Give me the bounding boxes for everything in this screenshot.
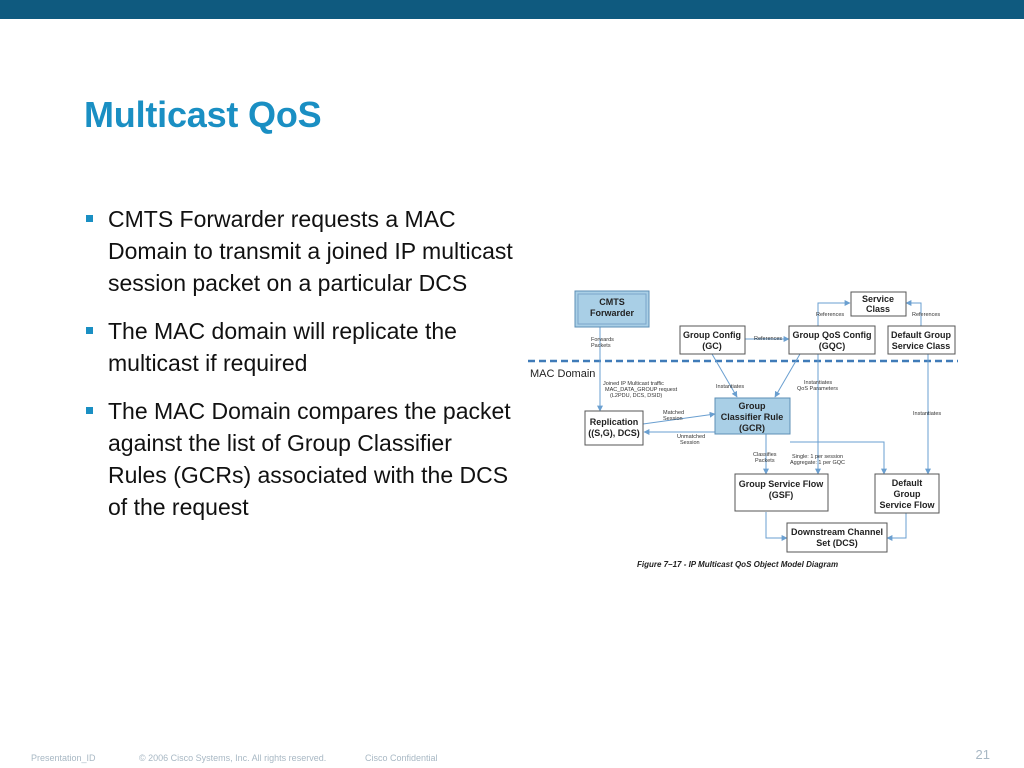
footer-presentation-id: Presentation_ID (31, 753, 96, 763)
footer-copyright: © 2006 Cisco Systems, Inc. All rights re… (139, 753, 327, 763)
edge-gsf-dcs (765, 512, 788, 541)
svg-text:Replication((S,G), DCS): Replication((S,G), DCS) (588, 417, 640, 438)
bullet-list: CMTS Forwarder requests a MAC Domain to … (84, 203, 514, 539)
group-config-box (679, 325, 746, 355)
svg-text:Group Config(GC): Group Config(GC) (683, 330, 741, 351)
bullet-marker-icon (86, 327, 93, 334)
default-group-service-flow-box (874, 473, 940, 514)
replication-box (584, 410, 644, 446)
bullet-text: The MAC domain will replicate the multic… (108, 318, 457, 376)
edge-label-references: References (912, 312, 940, 318)
diagram-caption: Figure 7–17 - IP Multicast QoS Object Mo… (637, 560, 838, 569)
edge-label-instantiates: Instantiates (913, 411, 941, 417)
group-qos-config-box (788, 325, 876, 355)
bullet-text: CMTS Forwarder requests a MAC Domain to … (108, 206, 513, 296)
top-bar (0, 0, 1024, 19)
edge-label-instantiates: Instantiates (716, 384, 744, 390)
edge-dgsc-serviceclass (905, 300, 922, 326)
edge-label-references: References (816, 312, 844, 318)
bullet-marker-icon (86, 215, 93, 222)
page-number: 21 (975, 747, 990, 762)
edge-gcr-dgsf (790, 441, 887, 475)
edge-gqc-gcr (774, 353, 801, 398)
edge-label-references: References (754, 336, 782, 342)
slide-title: Multicast QoS (84, 94, 322, 135)
edge-replication-gcr (642, 411, 716, 425)
mac-domain-label: MAC Domain (530, 368, 595, 380)
bullet-item: The MAC Domain compares the packet again… (84, 395, 514, 523)
group-service-flow-box (734, 473, 829, 512)
edge-dgsf-dcs (886, 513, 907, 541)
bullet-text: The MAC Domain compares the packet again… (108, 398, 511, 520)
bullet-item: The MAC domain will replicate the multic… (84, 315, 514, 379)
default-group-service-class-box (887, 325, 956, 355)
edge-gqc-serviceclass (817, 300, 851, 326)
edge-gc-gcr (711, 353, 738, 398)
service-class-box (850, 291, 907, 317)
footer-confidential: Cisco Confidential (365, 753, 438, 763)
downstream-channel-set-box (786, 522, 888, 553)
svg-text:Group Service Flow(GSF): Group Service Flow(GSF) (739, 479, 825, 500)
group-classifier-rule-box (714, 397, 791, 435)
bullet-item: CMTS Forwarder requests a MAC Domain to … (84, 203, 514, 299)
bullet-marker-icon (86, 407, 93, 414)
cmts-forwarder-box (574, 290, 650, 328)
svg-text:Group QoS Config(GQC): Group QoS Config(GQC) (793, 330, 872, 351)
